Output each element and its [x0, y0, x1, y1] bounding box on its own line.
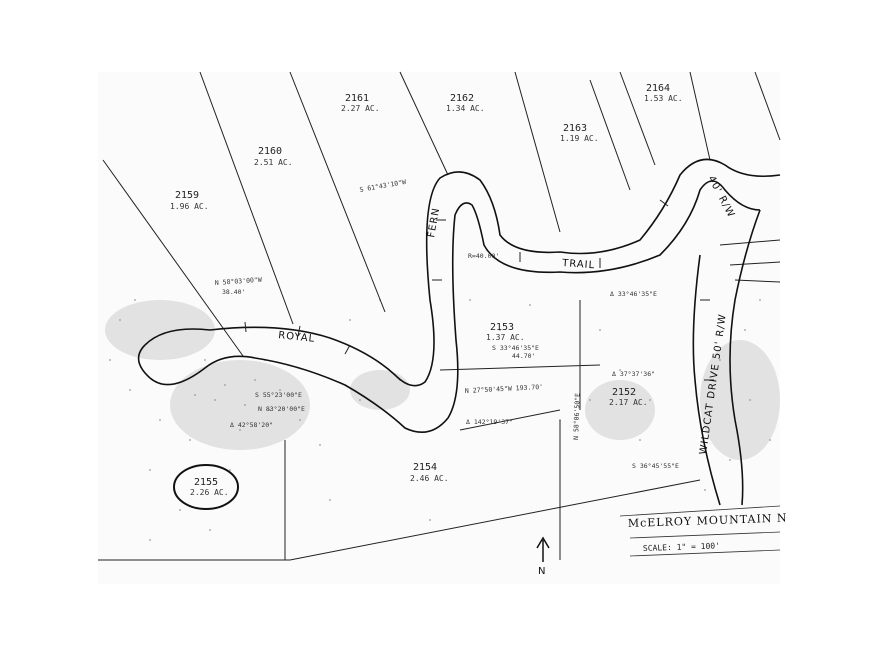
- north-label: N: [538, 566, 546, 577]
- lot-2154-id: 2154: [413, 462, 437, 473]
- bearing-13: 44.70': [512, 352, 535, 360]
- royal-road-cul-de-sac: [137, 344, 151, 379]
- lot-lines: [98, 71, 781, 561]
- bearing-14: N 58°06'50"E: [572, 393, 582, 440]
- roads: [137, 158, 781, 506]
- road-label-royal: ROYAL: [278, 330, 316, 345]
- title-block: McELROY MOUNTAIN N SCALE: 1" = 100': [619, 505, 788, 557]
- royal-road-edge-north: [144, 158, 781, 387]
- lot-2153-acres: 1.37 AC.: [486, 333, 525, 342]
- lot-2159-acres: 1.96 AC.: [170, 202, 209, 211]
- north-arrow: N: [536, 536, 550, 577]
- road-label-trail: TRAIL: [561, 258, 596, 271]
- road-ticks: [244, 199, 714, 381]
- lot-2160-id: 2160: [258, 146, 282, 157]
- lot-2152-id: 2152: [612, 387, 636, 398]
- lot-2164-acres: 1.53 AC.: [644, 94, 683, 103]
- lot-2152-acres: 2.17 AC.: [609, 398, 648, 407]
- lot-2153-id: 2153: [490, 322, 514, 333]
- lot-2162-acres: 1.34 AC.: [446, 104, 485, 113]
- bearing-11: R=40.00': [468, 252, 499, 260]
- wildcat-drive-edge-east: [729, 209, 761, 506]
- royal-road-edge-south: [149, 180, 761, 434]
- map-sheet: [98, 72, 780, 584]
- lot-2159-id: 2159: [175, 190, 199, 201]
- lot-labels: 2159 1.96 AC. 2160 2.51 AC. 2161 2.27 AC…: [170, 83, 683, 497]
- lot-2163-acres: 1.19 AC.: [560, 134, 599, 143]
- bearing-5: S 33°46'35"E: [492, 344, 539, 352]
- bearing-7: S 55°23'00"E: [255, 391, 302, 399]
- bearing-15: Δ 33°46'35"E: [610, 290, 657, 298]
- bearing-10: Δ 37°37'36": [612, 370, 655, 378]
- lot-2164-id: 2164: [646, 83, 670, 94]
- bearing-2: 38.40': [222, 288, 245, 296]
- lot-2163-id: 2163: [563, 123, 587, 134]
- bearing-6: S 36°45'55"E: [632, 462, 679, 470]
- bearing-1: N 58°03'00"W: [215, 276, 262, 287]
- bearing-12: Δ 142°19'37": [466, 418, 513, 426]
- terrain-stipple: [109, 299, 771, 541]
- lot-2160-acres: 2.51 AC.: [254, 158, 293, 167]
- road-label-fern: FERN: [426, 207, 442, 239]
- lot-2161-acres: 2.27 AC.: [341, 104, 380, 113]
- terrain-patches: [105, 300, 780, 460]
- wildcat-drive-edge-west: [692, 254, 721, 506]
- lot-2161-id: 2161: [345, 93, 369, 104]
- map-scale: SCALE: 1" = 100': [643, 541, 720, 553]
- lot-2155-circle: [173, 464, 239, 510]
- lot-2155-id: 2155: [194, 477, 218, 488]
- lot-2154-acres: 2.46 AC.: [410, 474, 449, 483]
- lot-2162-id: 2162: [450, 93, 474, 104]
- bearing-8: N 83°20'00"E: [258, 405, 305, 413]
- bearing-9: Δ 42°58'20": [230, 421, 273, 429]
- map-title: McELROY MOUNTAIN N: [628, 511, 788, 530]
- lot-2155-acres: 2.26 AC.: [190, 488, 229, 497]
